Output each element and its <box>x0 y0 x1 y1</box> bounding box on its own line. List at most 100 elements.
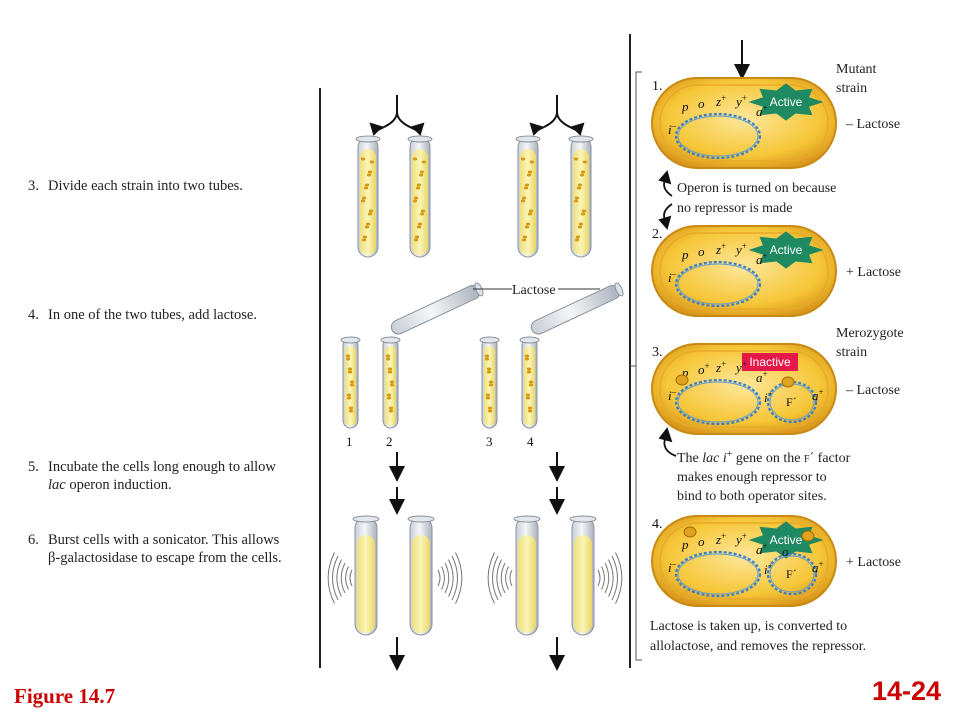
sonic-wave-1 <box>327 552 353 604</box>
gene-a: a+ <box>756 103 768 119</box>
split-arrow-right <box>529 95 585 136</box>
tube-step6-3 <box>513 515 541 636</box>
tube-step3-2 <box>407 135 433 258</box>
cell-1-chromosome <box>674 112 762 160</box>
note-lac-line3: bind to both operator sites. <box>677 489 827 504</box>
gene-z: z+ <box>715 93 726 109</box>
cell-2-chromosome <box>674 260 762 308</box>
cell-2-badge-label: Active <box>770 243 803 257</box>
tube-step6-2 <box>407 515 435 636</box>
page-number: 14-24 <box>872 676 942 706</box>
tube-step3-3 <box>515 135 541 258</box>
note-lac-line1: The lac i+ gene on the F´ factor <box>677 449 851 466</box>
step-5-number: 5. <box>28 459 39 475</box>
step-5-line1: Incubate the cells long enough to allow <box>48 459 276 475</box>
gene-a: a+ <box>756 541 768 557</box>
sonic-wave-2 <box>437 552 463 604</box>
note-lac-italic: lac i <box>702 451 727 466</box>
lactose-tube-right <box>530 282 624 335</box>
merozygote-strain-line2: strain <box>836 345 867 360</box>
cell-4-badge: Active <box>748 521 824 559</box>
gene-z: z+ <box>715 531 726 547</box>
sonic-wave-4 <box>597 552 623 604</box>
gene-i: i– <box>668 559 677 575</box>
cell-3-condition: – Lactose <box>845 383 900 398</box>
step-6-line1: Burst cells with a sonicator. This allow… <box>48 532 280 548</box>
tube-step3-1 <box>355 135 381 258</box>
tube-step4-4 <box>519 336 540 429</box>
tube-step6-4 <box>569 515 597 636</box>
cell-3-chromosome <box>674 378 762 426</box>
merozygote-strain-line1: Merozygote <box>836 326 904 341</box>
cell-4-number: 4. <box>652 517 663 532</box>
gene-i-plus: i+ <box>764 561 773 577</box>
note-lactose-line1: Lactose is taken up, is converted to <box>650 619 847 634</box>
figure-label: Figure 14.7 <box>14 684 116 708</box>
gene-o: o <box>698 244 705 259</box>
tube-step4-2 <box>380 336 401 429</box>
cell-2-number: 2. <box>652 227 663 242</box>
gene-p: p <box>681 99 689 114</box>
cell-1-badge-label: Active <box>770 95 803 109</box>
note-lac-pre: The <box>677 451 702 466</box>
step-6: 6. Burst cells with a sonicator. This all… <box>28 531 282 567</box>
cell-3-number: 3. <box>652 345 663 360</box>
f-prime-label: F´ <box>786 567 797 581</box>
f-prime-label: F´ <box>786 395 797 409</box>
gene-z: z+ <box>715 359 726 375</box>
step-3-text: Divide each strain into two tubes. <box>48 178 243 194</box>
cell-4-condition: + Lactose <box>846 555 901 570</box>
gene-a: a+ <box>756 369 768 385</box>
note-lac-line2: makes enough repressor to <box>677 470 827 485</box>
gene-o: o <box>698 534 705 549</box>
cell-4-f-plasmid <box>766 552 818 596</box>
gene-o: o+ <box>698 361 710 377</box>
cell-4-badge-label: Active <box>770 533 803 547</box>
tube-number-3: 3 <box>486 434 493 449</box>
note-lac-mid: gene on the <box>732 451 804 466</box>
note-operon-line2: no repressor is made <box>677 201 792 216</box>
lactose-tube-left <box>390 282 484 335</box>
note-operon-line1: Operon is turned on because <box>677 181 836 196</box>
tube-step4-1 <box>340 336 361 429</box>
gene-y: y+ <box>734 531 747 547</box>
right-bracket <box>630 71 642 661</box>
gene-p: p <box>681 537 689 552</box>
note-lac-post: ´ factor <box>810 451 851 466</box>
cell-2-badge: Active <box>748 231 824 269</box>
curve-arrow-up <box>658 170 673 197</box>
mutant-strain-line2: strain <box>836 81 867 96</box>
curve-arrow-lac <box>658 427 677 457</box>
step-5-lac: lac <box>48 477 66 493</box>
cell-3-badge: Inactive <box>742 353 798 371</box>
step-6-line2: β-galactosidase to escape from the cells… <box>48 550 282 566</box>
gene-i: i– <box>668 121 677 137</box>
gene-y: y+ <box>734 359 747 375</box>
tube-step4-3 <box>479 336 500 429</box>
cell-3-badge-label: Inactive <box>749 355 791 369</box>
cell-1-number: 1. <box>652 79 663 94</box>
gene-y: y+ <box>734 241 747 257</box>
tube-step6-1 <box>352 515 380 636</box>
sonic-wave-3 <box>487 552 513 604</box>
repressor <box>675 374 689 386</box>
repressor <box>781 376 795 388</box>
gene-i: i– <box>668 387 677 403</box>
repressor-released <box>683 526 697 538</box>
gene-a-f: a+ <box>812 559 824 575</box>
gene-p: p <box>681 247 689 262</box>
step-4: 4.In one of the two tubes, add lactose. <box>28 306 257 324</box>
gene-a: a+ <box>756 251 768 267</box>
gene-i: i– <box>668 269 677 285</box>
gene-i-plus: i+ <box>764 389 773 405</box>
step-3: 3.Divide each strain into two tubes. <box>28 177 243 195</box>
gene-a-f: a+ <box>812 387 824 403</box>
lactose-label: Lactose <box>512 283 556 298</box>
step-6-number: 6. <box>28 532 39 548</box>
tube-number-4: 4 <box>527 434 534 449</box>
gene-o-f: o <box>782 544 789 559</box>
note-lac-f: F <box>804 454 810 465</box>
